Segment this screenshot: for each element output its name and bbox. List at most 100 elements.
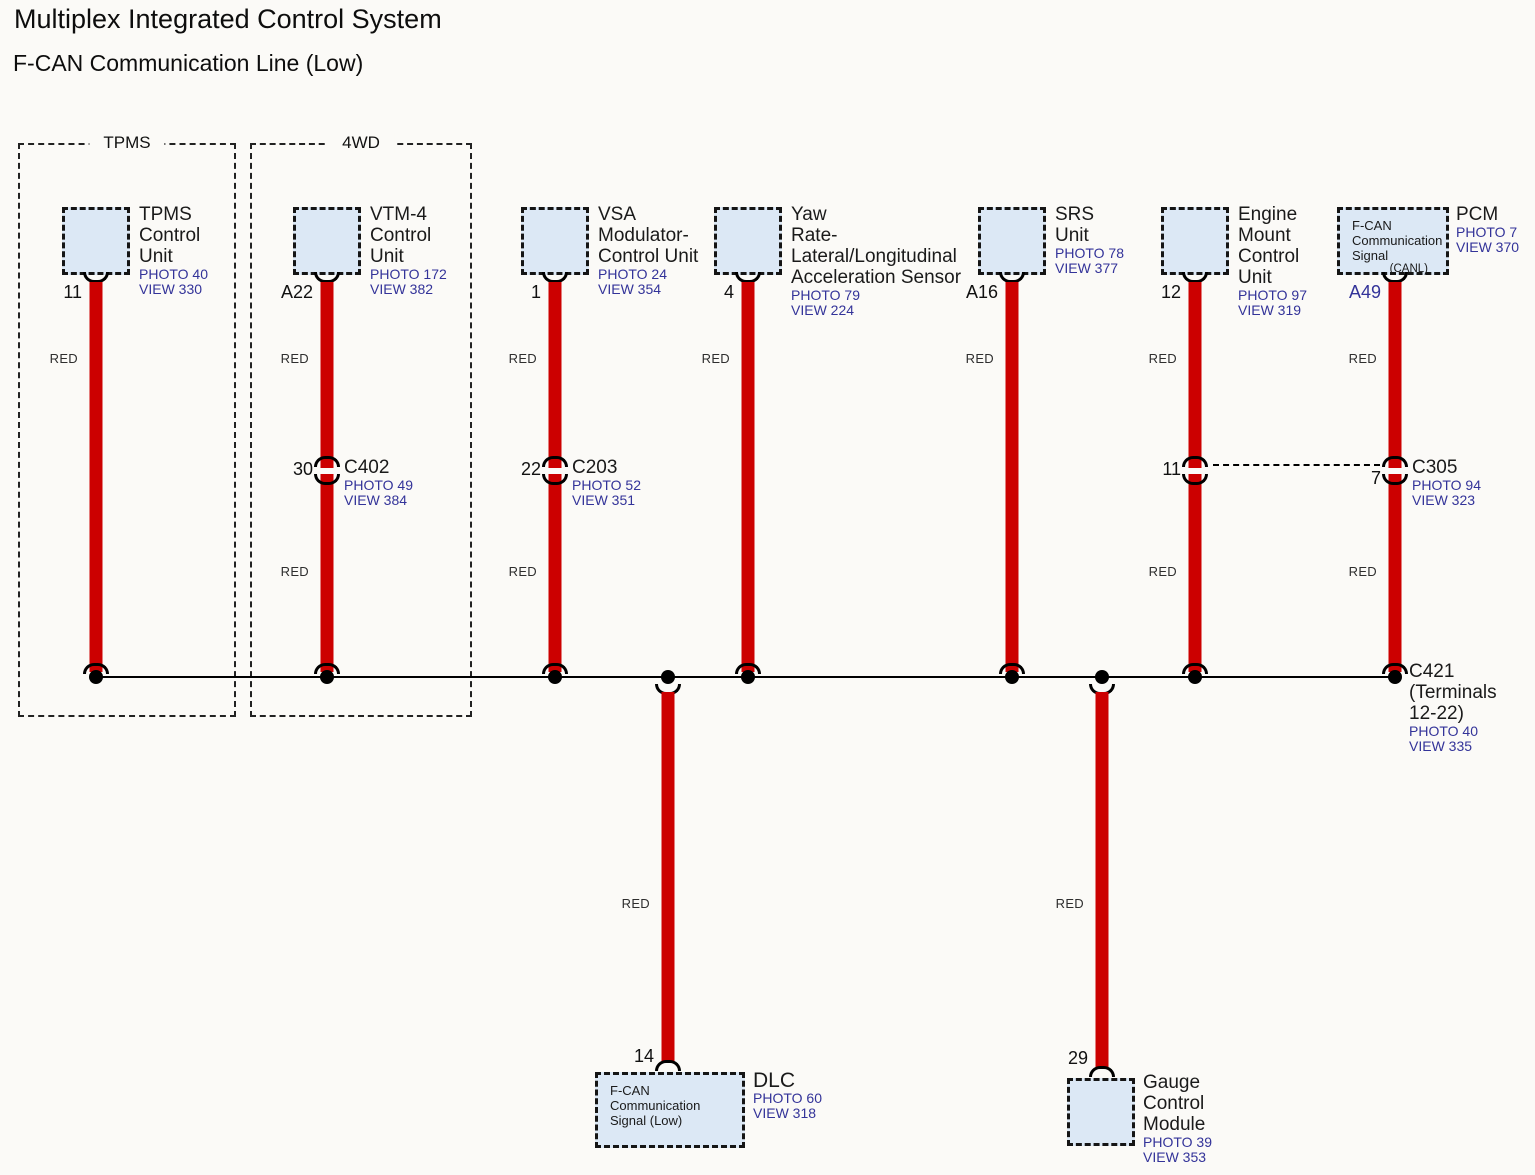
- wire-red: [1095, 692, 1109, 1068]
- junction-dot: [89, 670, 103, 684]
- pin-label: A16: [965, 282, 998, 302]
- terminal-arc-icon: [1182, 272, 1208, 283]
- engine-mount-control-unit-box: [1161, 207, 1229, 275]
- srs-unit-box: [978, 207, 1046, 275]
- view-link[interactable]: VIEW 382: [370, 281, 434, 297]
- view-link[interactable]: VIEW 354: [598, 281, 662, 297]
- photo-link[interactable]: PHOTO 39: [1143, 1134, 1212, 1150]
- wire-color-label: RED: [1148, 564, 1177, 579]
- connector-name: C305: [1412, 457, 1458, 478]
- terminal-arc-icon: [735, 663, 761, 674]
- connector-pin-label: 11: [1162, 459, 1181, 479]
- connector-name: C402: [344, 457, 390, 478]
- engine-mount-control-unit-label: Engine Mount Control Unit PHOTO 97 VIEW …: [1238, 204, 1307, 318]
- wire-color-label: RED: [508, 564, 537, 579]
- view-link[interactable]: VIEW 330: [139, 281, 203, 297]
- photo-link[interactable]: PHOTO 79: [791, 287, 860, 303]
- view-link[interactable]: VIEW 323: [1412, 492, 1476, 508]
- wire-color-label: RED: [621, 896, 650, 911]
- terminal-arc-icon: [1382, 272, 1408, 283]
- pin-label: 11: [63, 282, 82, 302]
- unit-name: VTM-4 Control Unit: [370, 204, 432, 267]
- photo-link[interactable]: PHOTO 172: [370, 266, 447, 282]
- photo-link[interactable]: PHOTO 40: [1409, 723, 1478, 739]
- junction-dot: [1095, 670, 1109, 684]
- photo-link[interactable]: PHOTO 24: [598, 266, 667, 282]
- terminal-arc-icon: [735, 272, 761, 283]
- view-link[interactable]: VIEW 384: [344, 492, 408, 508]
- connector-half-icon: [1182, 456, 1208, 467]
- unit-name: TPMS Control Unit: [139, 204, 201, 267]
- connector-pin-label: 30: [292, 459, 313, 479]
- view-link[interactable]: VIEW 377: [1055, 260, 1119, 276]
- connector-half-icon: [542, 474, 568, 485]
- photo-link[interactable]: PHOTO 52: [572, 477, 641, 493]
- view-link[interactable]: VIEW 224: [791, 302, 855, 318]
- vtm4-control-unit-label: VTM-4 Control Unit PHOTO 172 VIEW 382: [370, 204, 447, 297]
- pin-label: 4: [723, 282, 734, 302]
- tpms-group-box: TPMS: [18, 133, 236, 717]
- wire-color-label: RED: [1348, 351, 1377, 366]
- terminal-arc-icon: [542, 272, 568, 283]
- view-link[interactable]: VIEW 335: [1409, 738, 1473, 754]
- unit-name: SRS Unit: [1055, 204, 1095, 246]
- terminal-arc-icon: [999, 272, 1025, 283]
- unit-name: Yaw Rate- Lateral/Longitudinal Accelerat…: [791, 204, 962, 288]
- dlc-box-text: F-CAN Communication Signal (Low): [610, 1083, 701, 1128]
- view-link[interactable]: VIEW 370: [1456, 239, 1520, 255]
- wire-color-label: RED: [508, 351, 537, 366]
- connector-pin-label: 7: [1370, 468, 1381, 488]
- view-link[interactable]: VIEW 319: [1238, 302, 1302, 318]
- view-link[interactable]: VIEW 318: [753, 1105, 817, 1121]
- pcm-box: F-CAN Communication Signal (CANL): [1337, 207, 1449, 275]
- connector-gap: [1387, 468, 1403, 474]
- photo-link[interactable]: PHOTO 97: [1238, 287, 1307, 303]
- connector-half-icon: [1182, 474, 1208, 485]
- junction-dot: [1005, 670, 1019, 684]
- connector-half-icon: [542, 456, 568, 467]
- c305-dashed-link: [1213, 464, 1380, 466]
- wire-color-label: RED: [280, 351, 309, 366]
- tpms-control-unit-box: [62, 207, 130, 275]
- view-link[interactable]: VIEW 351: [572, 492, 636, 508]
- wire-color-label: RED: [701, 351, 730, 366]
- c421-connector-label: C421 (Terminals 12-22) PHOTO 40 VIEW 335: [1409, 661, 1497, 754]
- pin-label: A22: [280, 282, 313, 302]
- pin-label: 12: [1160, 282, 1181, 302]
- wire-color-label: RED: [280, 564, 309, 579]
- gauge-control-module-label: Gauge Control Module PHOTO 39 VIEW 353: [1143, 1072, 1212, 1165]
- srs-unit-label: SRS Unit PHOTO 78 VIEW 377: [1055, 204, 1124, 276]
- photo-link[interactable]: PHOTO 60: [753, 1090, 822, 1106]
- wire-color-label: RED: [1055, 896, 1084, 911]
- c402-connector-label: C402 PHOTO 49 VIEW 384: [344, 457, 413, 508]
- c305-connector-label: C305 PHOTO 94 VIEW 323: [1412, 457, 1481, 508]
- connector-half-icon: [1382, 456, 1408, 467]
- wire-color-label: RED: [1148, 351, 1177, 366]
- 4wd-group-box: 4WD: [250, 133, 472, 717]
- connector-half-icon: [314, 474, 340, 485]
- terminal-arc-icon: [314, 663, 340, 674]
- wire-red: [1005, 282, 1019, 672]
- unit-name: Engine Mount Control Unit: [1238, 204, 1300, 288]
- photo-link[interactable]: PHOTO 78: [1055, 245, 1124, 261]
- photo-link[interactable]: PHOTO 49: [344, 477, 413, 493]
- pin-label: 29: [1067, 1048, 1088, 1068]
- gauge-control-module-box: [1067, 1078, 1135, 1146]
- tpms-group-label: TPMS: [89, 133, 165, 153]
- photo-link[interactable]: PHOTO 7: [1456, 224, 1518, 240]
- photo-link[interactable]: PHOTO 40: [139, 266, 208, 282]
- connector-gap: [319, 468, 335, 474]
- junction-dot: [741, 670, 755, 684]
- terminal-arc-icon: [1382, 663, 1408, 674]
- yaw-rate-sensor-box: [714, 207, 782, 275]
- view-link[interactable]: VIEW 353: [1143, 1149, 1207, 1165]
- dlc-label: DLC PHOTO 60 VIEW 318: [753, 1070, 822, 1121]
- connector-detail: (Terminals 12-22): [1409, 682, 1497, 724]
- unit-name: PCM: [1456, 204, 1499, 225]
- 4wd-group-label: 4WD: [328, 133, 394, 153]
- vsa-modulator-control-unit-box: [521, 207, 589, 275]
- photo-link[interactable]: PHOTO 94: [1412, 477, 1481, 493]
- terminal-arc-icon: [1089, 1066, 1115, 1077]
- unit-name: DLC: [753, 1069, 796, 1092]
